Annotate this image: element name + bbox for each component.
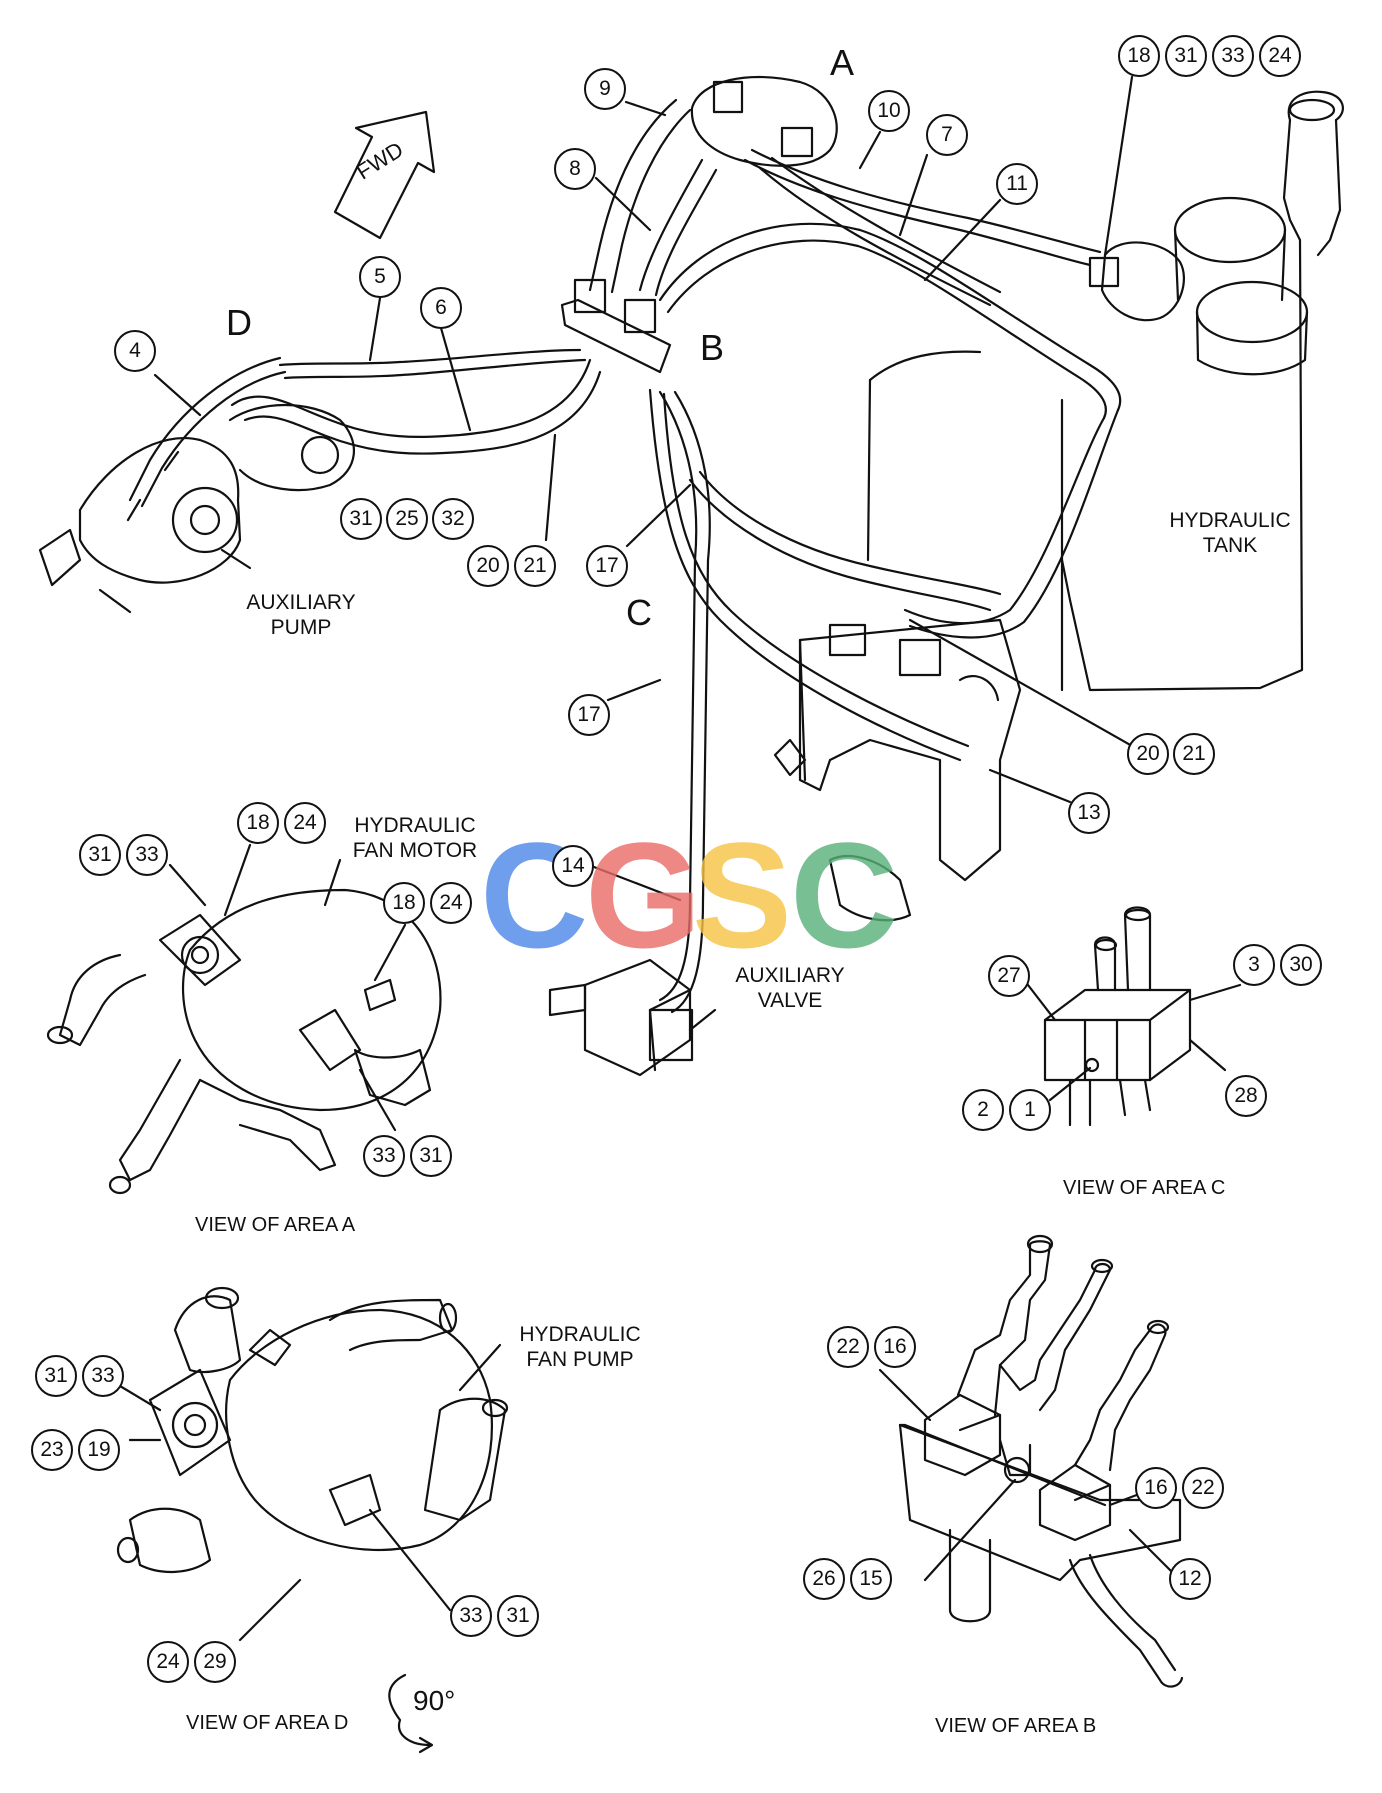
view-b-callout-22: 22	[827, 1326, 869, 1368]
view-a-callout-31-lower: 31	[410, 1135, 452, 1177]
view-area-b-caption: VIEW OF AREA B	[935, 1715, 1097, 1737]
view-area-c-drawing	[1026, 906, 1242, 1127]
area-a-label: A	[830, 42, 855, 83]
callout-20-valve: 20	[1127, 733, 1169, 775]
watermark-letter-1: C	[480, 811, 589, 979]
view-d-callout-19: 19	[78, 1429, 120, 1471]
area-d-label: D	[226, 302, 252, 343]
view-c-callout-30: 30	[1280, 944, 1322, 986]
watermark-letter-4: C	[790, 811, 899, 979]
callout-10: 10	[868, 90, 910, 132]
view-c-callout-2: 2	[962, 1089, 1004, 1131]
view-b-callout-12: 12	[1169, 1558, 1211, 1600]
view-b-callout-16-right: 16	[1135, 1467, 1177, 1509]
rotation-arrow-icon	[388, 1673, 434, 1754]
hydraulic-fan-pump-area-a	[690, 75, 1185, 322]
view-area-c-caption: VIEW OF AREA C	[1063, 1177, 1226, 1199]
view-area-d-drawing	[108, 1286, 509, 1642]
view-a-callout-33: 33	[126, 834, 168, 876]
valve-bank	[773, 618, 1022, 922]
auxiliary-valve-label: AUXILIARY VALVE	[735, 964, 845, 1012]
view-area-b-drawing	[878, 1234, 1184, 1688]
view-b-callout-16: 16	[874, 1326, 916, 1368]
hydraulic-tank-label: HYDRAULIC TANK	[1169, 509, 1291, 557]
auxiliary-pump	[38, 403, 355, 614]
callout-13: 13	[1068, 792, 1110, 834]
callout-9: 9	[584, 68, 626, 110]
callout-24: 24	[1259, 35, 1301, 77]
view-d-callout-33-right: 33	[450, 1595, 492, 1637]
callout-5: 5	[359, 256, 401, 298]
callout-8: 8	[554, 148, 596, 190]
callout-11: 11	[996, 163, 1038, 205]
view-b-callout-15: 15	[850, 1558, 892, 1600]
callout-17: 17	[586, 545, 628, 587]
hydraulic-tank	[866, 90, 1344, 692]
area-c-label: C	[626, 592, 652, 633]
view-a-callout-31: 31	[79, 834, 121, 876]
callout-31-main: 31	[340, 498, 382, 540]
callout-4: 4	[114, 330, 156, 372]
view-b-callout-26: 26	[803, 1558, 845, 1600]
callout-14: 14	[552, 845, 594, 887]
hoses-main	[128, 98, 1122, 1014]
callout-21: 21	[514, 545, 556, 587]
callout-31: 31	[1165, 35, 1207, 77]
callout-21-valve: 21	[1173, 733, 1215, 775]
view-d-callout-31-right: 31	[497, 1595, 539, 1637]
auxiliary-pump-label: AUXILIARY PUMP	[246, 591, 356, 639]
watermark-letter-3: S	[692, 811, 793, 979]
view-d-callout-33: 33	[82, 1355, 124, 1397]
callout-6: 6	[420, 287, 462, 329]
callout-25: 25	[386, 498, 428, 540]
view-c-callout-27: 27	[988, 955, 1030, 997]
leader-lines-main	[153, 75, 1150, 1032]
view-d-callout-31: 31	[35, 1355, 77, 1397]
view-c-callout-1: 1	[1009, 1089, 1051, 1131]
view-d-callout-24: 24	[147, 1641, 189, 1683]
view-area-d-caption: VIEW OF AREA D	[186, 1712, 349, 1734]
rotation-label: 90°	[413, 1685, 456, 1716]
view-c-callout-28: 28	[1225, 1075, 1267, 1117]
view-a-callout-24: 24	[284, 802, 326, 844]
fwd-arrow-icon	[333, 110, 436, 240]
callout-17-lower: 17	[568, 694, 610, 736]
area-b-label: B	[700, 327, 725, 368]
view-area-a-caption: VIEW OF AREA A	[195, 1214, 356, 1236]
callout-20: 20	[467, 545, 509, 587]
view-area-a-drawing	[46, 843, 442, 1195]
hydraulic-fan-pump-label: HYDRAULIC FAN PUMP	[519, 1323, 641, 1371]
auxiliary-valve	[548, 958, 694, 1077]
view-a-callout-33-lower: 33	[363, 1135, 405, 1177]
view-a-callout-18-right: 18	[383, 882, 425, 924]
view-d-callout-29: 29	[194, 1641, 236, 1683]
view-c-callout-3: 3	[1233, 944, 1275, 986]
manifold-b	[560, 278, 672, 374]
callout-33: 33	[1212, 35, 1254, 77]
view-b-callout-22-right: 22	[1182, 1467, 1224, 1509]
view-a-callout-24-right: 24	[430, 882, 472, 924]
view-d-callout-23: 23	[31, 1429, 73, 1471]
callout-18: 18	[1118, 35, 1160, 77]
hydraulic-fan-motor-label: HYDRAULIC FAN MOTOR	[352, 814, 478, 862]
callout-7: 7	[926, 114, 968, 156]
view-a-callout-18: 18	[237, 802, 279, 844]
callout-32: 32	[432, 498, 474, 540]
watermark-letter-2: G	[585, 811, 702, 979]
